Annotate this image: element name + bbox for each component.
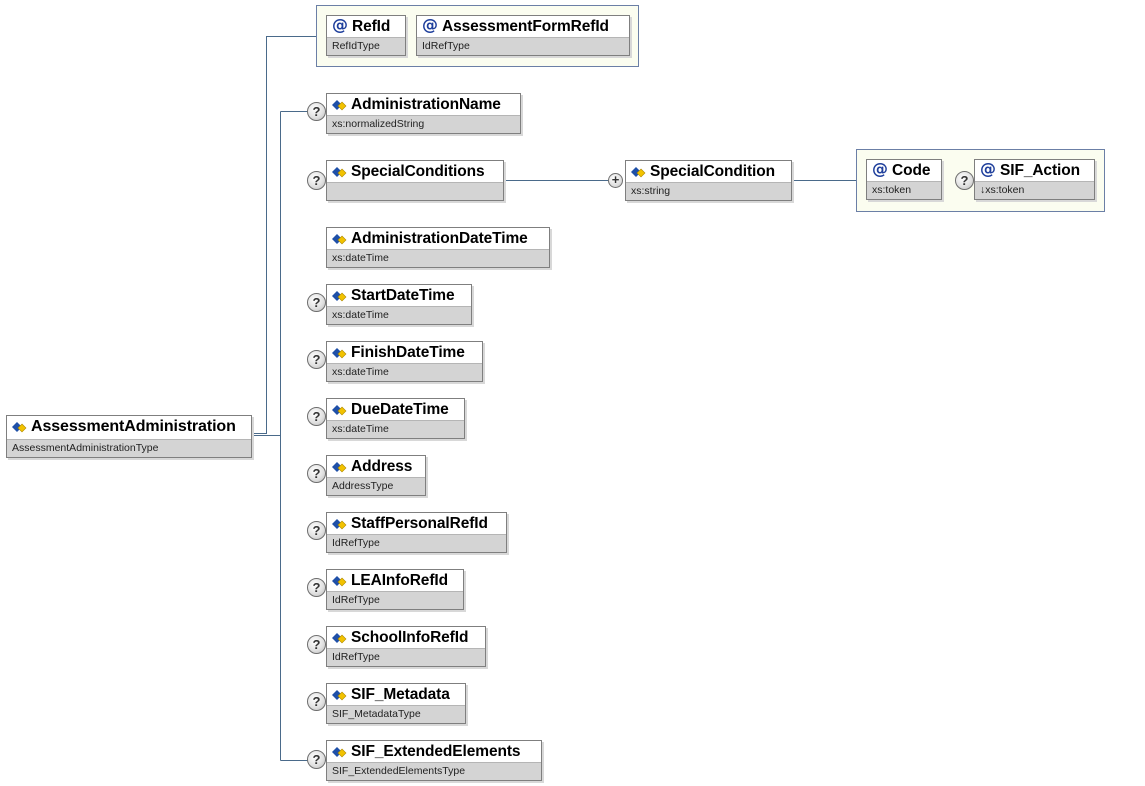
root-element-name: AssessmentAdministration [31, 418, 236, 435]
element-icon [332, 290, 347, 301]
root-element-node[interactable]: AssessmentAdministration AssessmentAdmin… [6, 415, 252, 458]
attribute-code[interactable]: @Code xs:token [866, 159, 942, 200]
annotation-icon[interactable]: ? [307, 521, 326, 540]
element-sif-extendedelements[interactable]: SIF_ExtendedElements SIF_ExtendedElement… [326, 740, 542, 781]
attribute-sif-action[interactable]: @SIF_Action ↓xs:token [974, 159, 1095, 200]
element-icon [631, 166, 646, 177]
element-icon [332, 404, 347, 415]
attribute-assessmentformrefid[interactable]: @AssessmentFormRefId IdRefType [416, 15, 630, 56]
annotation-icon[interactable]: ? [307, 692, 326, 711]
element-icon [332, 347, 347, 358]
element-finishdatetime[interactable]: FinishDateTime xs:dateTime [326, 341, 483, 382]
element-address[interactable]: Address AddressType [326, 455, 426, 496]
annotation-icon[interactable]: ? [307, 171, 326, 190]
annotation-icon[interactable]: ? [307, 102, 326, 121]
element-specialconditions[interactable]: SpecialConditions [326, 160, 504, 201]
annotation-icon[interactable]: ? [307, 635, 326, 654]
element-staffpersonalrefid[interactable]: StaffPersonalRefId IdRefType [326, 512, 507, 553]
element-icon [332, 166, 347, 177]
element-duedatetime[interactable]: DueDateTime xs:dateTime [326, 398, 465, 439]
element-administrationname[interactable]: AdministrationName xs:normalizedString [326, 93, 521, 134]
annotation-icon[interactable]: ? [307, 350, 326, 369]
element-icon [12, 421, 27, 432]
element-leainforefid[interactable]: LEAInfoRefId IdRefType [326, 569, 464, 610]
element-icon [332, 461, 347, 472]
root-element-type: AssessmentAdministrationType [7, 439, 251, 457]
element-schoolinforefid[interactable]: SchoolInfoRefId IdRefType [326, 626, 486, 667]
element-icon [332, 575, 347, 586]
element-sif-metadata[interactable]: SIF_Metadata SIF_MetadataType [326, 683, 466, 724]
element-icon [332, 746, 347, 757]
element-icon [332, 689, 347, 700]
annotation-icon[interactable]: ? [955, 171, 974, 190]
element-icon [332, 99, 347, 110]
annotation-icon[interactable]: ? [307, 464, 326, 483]
element-administrationdatetime[interactable]: AdministrationDateTime xs:dateTime [326, 227, 550, 268]
element-startdatetime[interactable]: StartDateTime xs:dateTime [326, 284, 472, 325]
attribute-icon: @ [872, 158, 888, 178]
element-specialcondition[interactable]: SpecialCondition xs:string [625, 160, 792, 201]
element-icon [332, 632, 347, 643]
annotation-icon[interactable]: ? [307, 407, 326, 426]
element-icon [332, 518, 347, 529]
annotation-icon[interactable]: ? [307, 578, 326, 597]
attribute-icon: @ [422, 14, 438, 34]
attribute-icon: @ [332, 14, 348, 34]
expand-icon[interactable]: + [608, 173, 623, 188]
attribute-icon: @ [980, 158, 996, 178]
element-icon [332, 233, 347, 244]
annotation-icon[interactable]: ? [307, 750, 326, 769]
annotation-icon[interactable]: ? [307, 293, 326, 312]
attribute-refid[interactable]: @RefId RefIdType [326, 15, 406, 56]
